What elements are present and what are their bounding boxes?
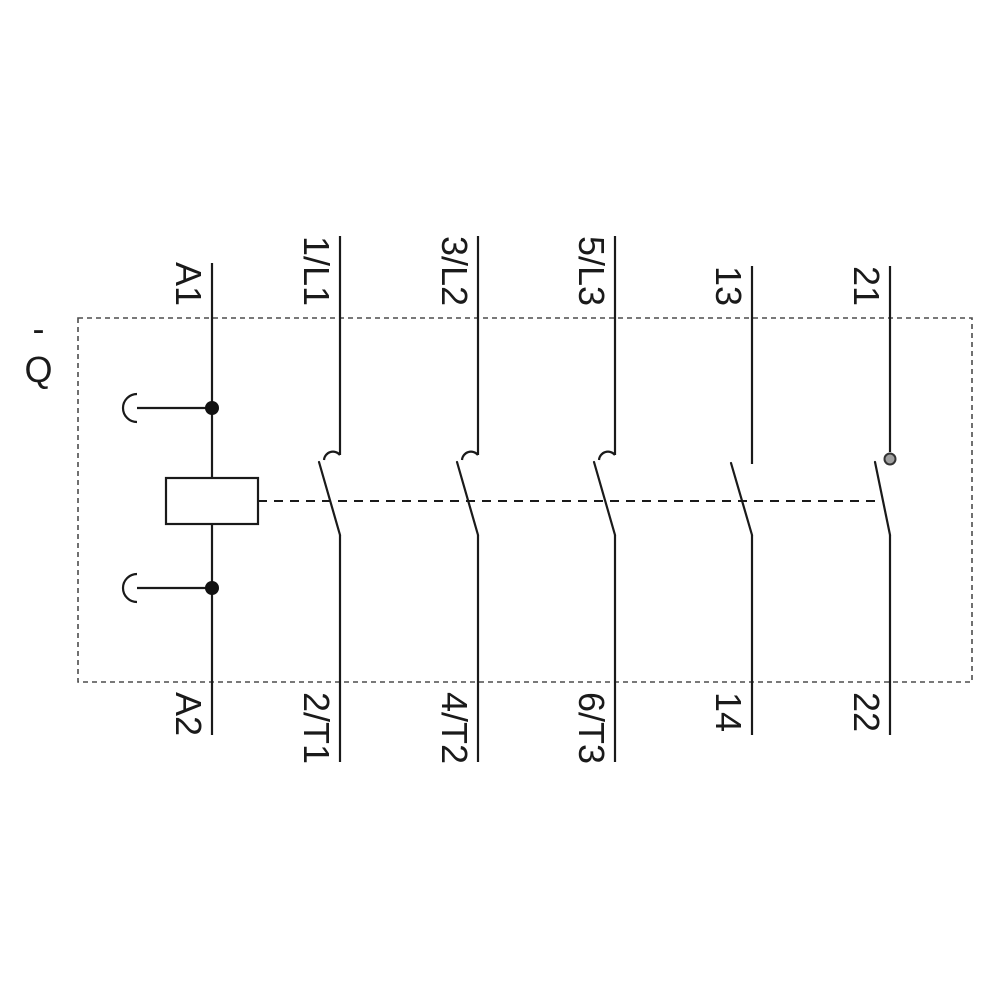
junction-dot-bottom bbox=[205, 581, 219, 595]
aux-contact-nc bbox=[873, 266, 897, 735]
plug-contact-arc-top bbox=[121, 392, 138, 424]
junction-dot-top bbox=[205, 401, 219, 415]
terminal-label-a2: A2 bbox=[168, 692, 209, 737]
device-boundary-box bbox=[77, 317, 973, 683]
terminal-label-22: 22 bbox=[846, 692, 887, 733]
coil-symbol bbox=[164, 476, 260, 526]
aux-no-blade bbox=[729, 461, 754, 537]
terminal-label-14: 14 bbox=[708, 692, 749, 733]
terminal-label-4t2: 4/T2 bbox=[434, 692, 475, 765]
terminal-label-3l2: 3/L2 bbox=[434, 236, 475, 307]
terminal-label-1l1: 1/L1 bbox=[296, 236, 337, 307]
main-contact-1-blade bbox=[317, 460, 342, 537]
main-contact-1 bbox=[317, 236, 342, 762]
main-contact-3-blade bbox=[592, 460, 617, 537]
terminal-label-13: 13 bbox=[708, 266, 749, 307]
plug-contact-arc-bottom bbox=[121, 572, 138, 604]
terminal-label-2t1: 2/T1 bbox=[296, 692, 337, 765]
aux-nc-break-marker bbox=[883, 452, 897, 466]
main-contact-2 bbox=[455, 236, 480, 762]
main-contact-1-fixed-arc bbox=[322, 450, 341, 461]
device-tag-label: -Q bbox=[18, 308, 59, 390]
terminal-label-21: 21 bbox=[846, 266, 887, 307]
terminal-label-5l3: 5/L3 bbox=[571, 236, 612, 307]
main-contact-3 bbox=[592, 236, 617, 762]
main-contact-3-fixed-arc bbox=[597, 450, 616, 461]
terminal-label-a1: A1 bbox=[168, 262, 209, 307]
aux-nc-blade bbox=[873, 460, 892, 537]
terminal-label-6t3: 6/T3 bbox=[571, 692, 612, 765]
main-contact-2-blade bbox=[455, 460, 480, 537]
aux-contact-no bbox=[729, 266, 754, 735]
main-contact-2-fixed-arc bbox=[460, 450, 479, 461]
